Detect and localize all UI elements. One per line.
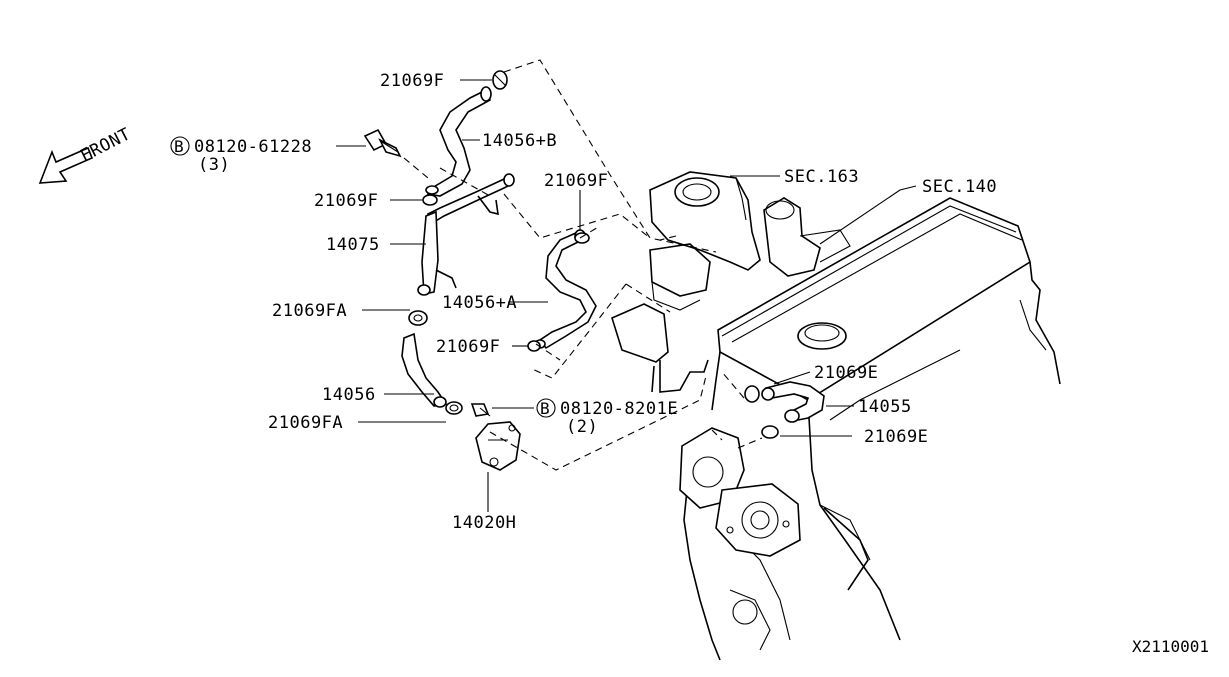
callout-qty-3: (3) — [198, 155, 230, 175]
clip-icon — [574, 232, 590, 244]
callout-21069fa-lower: 21069FA — [268, 413, 343, 433]
callout-sec163: SEC.163 — [784, 167, 859, 187]
callout-08120-61228: 08120-61228 — [194, 137, 312, 157]
bolt-icon — [470, 403, 491, 417]
hose-14056 — [401, 332, 448, 408]
clip-icon — [408, 310, 428, 326]
callout-21069fa-upper: 21069FA — [272, 301, 347, 321]
bolt-marker-icon — [536, 398, 556, 418]
bolt-marker-label: B — [540, 399, 550, 418]
callout-sec140: SEC.140 — [922, 177, 997, 197]
throttle-body — [611, 171, 851, 393]
callout-21069f-top: 21069F — [380, 71, 444, 91]
leader-lines — [336, 79, 917, 512]
assembly-guide-lines — [403, 59, 763, 471]
front-arrow-icon — [38, 146, 94, 184]
clip-icon — [761, 425, 779, 439]
bolt-marker-icon — [170, 136, 190, 156]
callout-14056a: 14056+A — [442, 293, 517, 313]
hose-14055 — [761, 381, 825, 423]
clip-icon — [744, 385, 760, 403]
clip-icon — [445, 401, 463, 415]
callout-21069f-lower: 21069F — [436, 337, 500, 357]
callout-14056b: 14056+B — [482, 131, 557, 151]
front-label: FRONT — [77, 124, 134, 166]
clip-icon — [422, 194, 438, 206]
callout-qty-2: (2) — [566, 417, 598, 437]
pipe-14075 — [417, 173, 515, 296]
hose-14056a — [534, 229, 597, 350]
callout-21069e-lower: 21069E — [864, 427, 928, 447]
clip-icon — [492, 70, 508, 90]
bolt-icon — [363, 128, 402, 158]
hose-14056b — [425, 86, 492, 197]
bolt-marker-label: B — [174, 137, 184, 156]
callout-21069e-upper: 21069E — [814, 363, 878, 383]
callout-14056: 14056 — [322, 385, 376, 405]
callout-14055: 14055 — [858, 397, 912, 417]
diagram-code: X2110001 — [1132, 637, 1209, 656]
callout-21069f-left: 21069F — [314, 191, 378, 211]
engine-block — [679, 197, 1061, 661]
callout-21069f-right: 21069F — [544, 171, 608, 191]
flange-14020h — [475, 421, 521, 471]
callout-08120-8201e: 08120-8201E — [560, 399, 678, 419]
callout-14020h: 14020H — [452, 513, 516, 533]
callout-14075: 14075 — [326, 235, 380, 255]
